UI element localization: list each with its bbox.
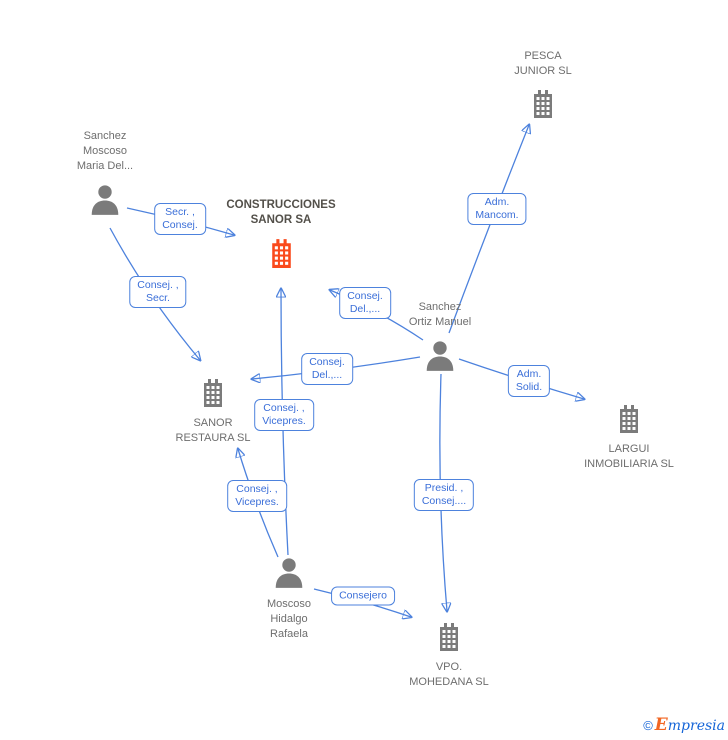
node-sanchez-ortiz-manuel[interactable]: Sanchez Ortiz Manuel (355, 300, 525, 373)
node-sanchez-moscoso-maria[interactable]: Sanchez Moscoso Maria Del... (20, 129, 190, 217)
edge-role-label: Consej. , Vicepres. (227, 480, 287, 512)
person-name: Moscoso Hidalgo Rafaela (266, 598, 312, 640)
edge-role-label: Presid. , Consej.... (413, 479, 475, 511)
copyright-icon: © (643, 718, 653, 733)
person-icon (423, 339, 457, 373)
edge-role-label: Consejero (331, 586, 395, 606)
node-construcciones-sanor[interactable]: CONSTRUCCIONES SANOR SA (196, 198, 366, 270)
building-icon (433, 621, 465, 653)
company-name: VPO. MOHEDANA SL (409, 661, 489, 688)
node-moscoso-hidalgo-rafaela[interactable]: Moscoso Hidalgo Rafaela (204, 556, 374, 642)
edge-ortiz-to-pesca-junior (448, 125, 529, 334)
edge-role-label: Secr. , Consej. (154, 203, 206, 235)
company-name: PESCA JUNIOR SL (514, 50, 572, 77)
company-name: LARGUI INMOBILIARIA SL (584, 443, 674, 470)
empresia-logo[interactable]: ©Empresia (643, 715, 725, 735)
person-icon (272, 556, 306, 590)
brand-text: mpresia (667, 718, 725, 734)
building-icon (613, 403, 645, 435)
edge-role-label: Consej. Del.,... (339, 287, 391, 319)
edge-role-label: Consej. , Secr. (129, 276, 187, 308)
person-name: Sanchez Moscoso Maria Del... (76, 130, 134, 172)
node-pesca-junior[interactable]: PESCA JUNIOR SL (458, 49, 628, 120)
brand-initial: E (654, 715, 668, 735)
company-name-highlighted: CONSTRUCCIONES SANOR SA (226, 199, 336, 226)
node-vpo-mohedana[interactable]: VPO. MOHEDANA SL (364, 621, 534, 690)
building-icon (527, 88, 559, 120)
node-largui-inmobiliaria[interactable]: LARGUI INMOBILIARIA SL (544, 403, 714, 472)
node-sanor-restaura[interactable]: SANOR RESTAURA SL (128, 377, 298, 446)
edge-role-label: Adm. Solid. (507, 365, 551, 397)
edge-role-label: Consej. Del.,... (301, 353, 353, 385)
person-name: Sanchez Ortiz Manuel (408, 301, 472, 328)
person-icon (88, 183, 122, 217)
building-icon-highlighted (265, 237, 298, 270)
building-icon (197, 377, 229, 409)
company-name: SANOR RESTAURA SL (175, 417, 251, 444)
edge-role-label: Adm. Mancom. (467, 193, 527, 225)
edge-role-label: Consej. , Vicepres. (254, 399, 314, 431)
